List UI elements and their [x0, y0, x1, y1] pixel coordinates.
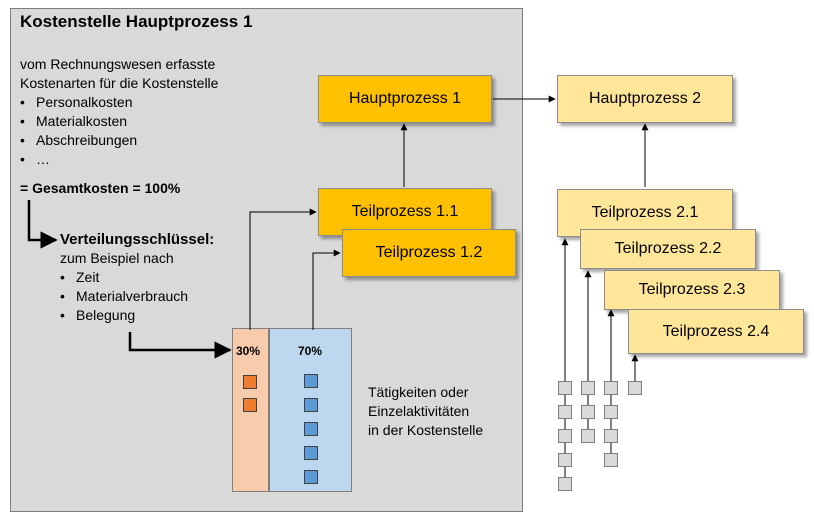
distribution-key-list: Zeit Materialverbrauch Belegung [60, 268, 188, 325]
distribution-key-item: Zeit [60, 268, 188, 287]
activity-square [581, 381, 595, 395]
sub-process-1-2: Teilprozess 1.2 [342, 229, 516, 277]
share-column-70 [269, 328, 352, 492]
cost-type-item: … [20, 150, 137, 169]
activity-square [304, 398, 318, 412]
activity-square [558, 453, 572, 467]
panel-title: Kostenstelle Hauptprozess 1 [20, 12, 253, 31]
activities-text-3: in der Kostenstelle [368, 422, 484, 438]
share-label-right: 70% [298, 344, 323, 358]
activity-square [558, 381, 572, 395]
activity-square [558, 405, 572, 419]
cost-type-item: Abschreibungen [20, 131, 137, 150]
activities-text-2: Einzelaktivitäten [368, 403, 470, 419]
activity-square [304, 374, 318, 388]
intro-line-2: Kostenarten für die Kostenstelle [20, 75, 219, 91]
activity-square [604, 429, 618, 443]
activity-square [604, 405, 618, 419]
sub-process-2-2: Teilprozess 2.2 [580, 229, 756, 269]
main-process-2: Hauptprozess 2 [557, 75, 733, 123]
distribution-key-item: Materialverbrauch [60, 287, 188, 306]
share-column-30 [232, 328, 269, 492]
activity-square [304, 470, 318, 484]
activity-square [243, 398, 257, 412]
activity-square [581, 405, 595, 419]
intro-line-1: vom Rechnungswesen erfasste [20, 56, 216, 72]
distribution-key-subtitle: zum Beispiel nach [60, 250, 174, 266]
distribution-key-item: Belegung [60, 306, 188, 325]
total-cost-label: = Gesamtkosten = 100% [20, 180, 181, 196]
sub-process-2-3: Teilprozess 2.3 [604, 270, 780, 310]
activity-square [581, 429, 595, 443]
share-label-left: 30% [236, 344, 261, 358]
activities-text-1: Tätigkeiten oder [368, 384, 469, 400]
cost-type-item: Personalkosten [20, 93, 137, 112]
distribution-key-title: Verteilungsschlüssel: [60, 231, 215, 248]
sub-process-2-4: Teilprozess 2.4 [628, 309, 804, 354]
activity-square [304, 446, 318, 460]
activity-square [243, 375, 257, 389]
activity-square [604, 381, 618, 395]
activity-square [558, 477, 572, 491]
activity-square [304, 422, 318, 436]
activity-square [604, 453, 618, 467]
activity-square [558, 429, 572, 443]
activity-square [628, 381, 642, 395]
cost-types-list: Personalkosten Materialkosten Abschreibu… [20, 93, 137, 169]
main-process-1: Hauptprozess 1 [318, 75, 492, 123]
cost-type-item: Materialkosten [20, 112, 137, 131]
